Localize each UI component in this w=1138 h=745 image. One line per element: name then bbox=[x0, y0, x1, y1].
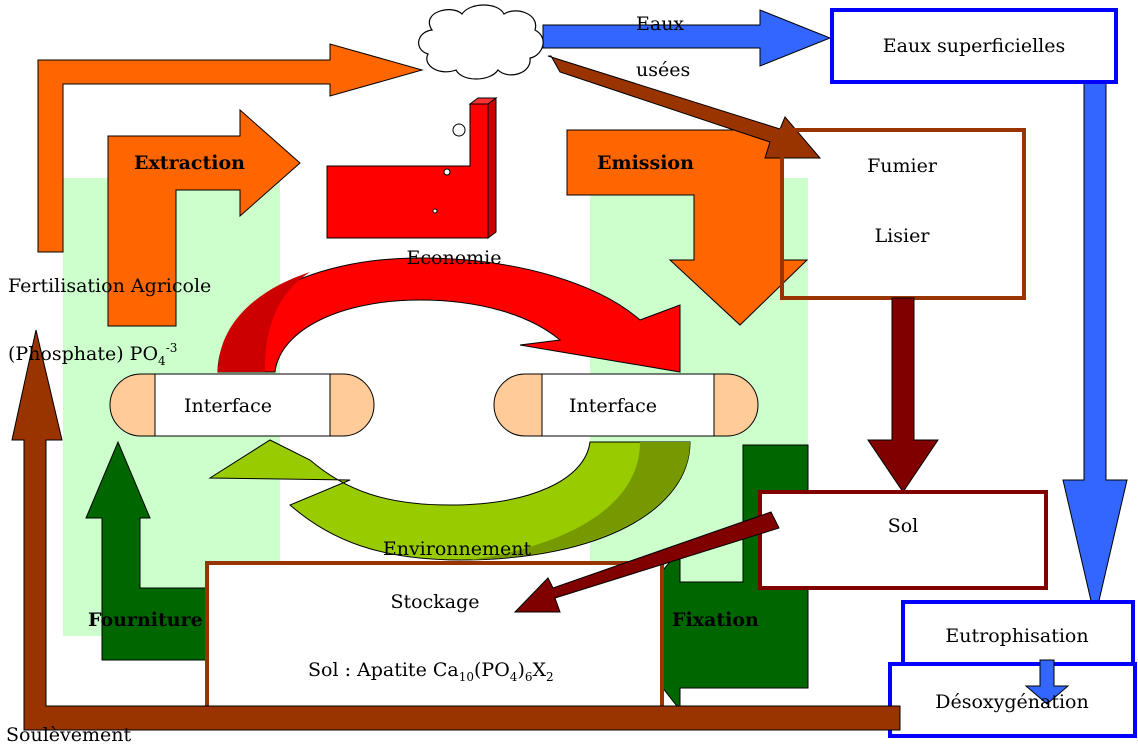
extraction-label: Extraction bbox=[134, 152, 245, 174]
fertilisation-label: Fertilisation Agricole bbox=[8, 275, 211, 297]
interface-right-label: Interface bbox=[569, 395, 657, 417]
apatite-label: Sol : Apatite Ca10(PO4)6X2 bbox=[308, 659, 554, 684]
wastewater-label-line2: usées bbox=[636, 59, 690, 81]
manure-arrow bbox=[547, 55, 822, 159]
environment-label: Environnement bbox=[383, 538, 532, 560]
economy-arrow bbox=[217, 257, 681, 373]
deoxygenation-label: Désoxygénation bbox=[935, 691, 1088, 713]
fertilisation-arrow bbox=[37, 43, 424, 253]
cloud-icon bbox=[418, 4, 544, 80]
manure-label: Fumier bbox=[867, 155, 938, 177]
uplift-arrow bbox=[11, 329, 901, 731]
eutrophication-arrow bbox=[1024, 659, 1070, 705]
interface-left-label: Interface bbox=[184, 395, 272, 417]
environment-arrow bbox=[208, 439, 691, 561]
phosphate-label: (Phosphate) PO4-3 bbox=[8, 341, 177, 368]
surface-water-label: Eaux superficielles bbox=[883, 35, 1065, 57]
uplift-label: Soulèvement bbox=[6, 724, 131, 745]
surface-water-arrow bbox=[1062, 81, 1128, 619]
soil-to-storage-arrow bbox=[513, 511, 780, 613]
emission-label: Emission bbox=[597, 152, 694, 174]
factory-icon bbox=[326, 97, 498, 239]
supply-label: Fourniture bbox=[88, 609, 203, 631]
manure-to-soil-arrow bbox=[867, 297, 939, 493]
interface-right bbox=[493, 373, 759, 437]
fixation-label: Fixation bbox=[672, 609, 759, 631]
soil-label: Sol bbox=[888, 515, 919, 537]
interface-left bbox=[109, 373, 375, 437]
extraction-arrow bbox=[107, 108, 301, 327]
eutrophication-label: Eutrophisation bbox=[945, 625, 1088, 647]
wastewater-arrow bbox=[542, 9, 832, 67]
deoxygenation-box bbox=[888, 662, 1137, 738]
wastewater-label-line1: Eaux bbox=[636, 13, 684, 35]
surface-water-box bbox=[830, 8, 1118, 84]
slurry-label: Lisier bbox=[875, 225, 931, 247]
soil-box bbox=[758, 490, 1048, 590]
storage-label: Stockage bbox=[391, 591, 480, 613]
economy-label: Economie bbox=[407, 247, 502, 269]
